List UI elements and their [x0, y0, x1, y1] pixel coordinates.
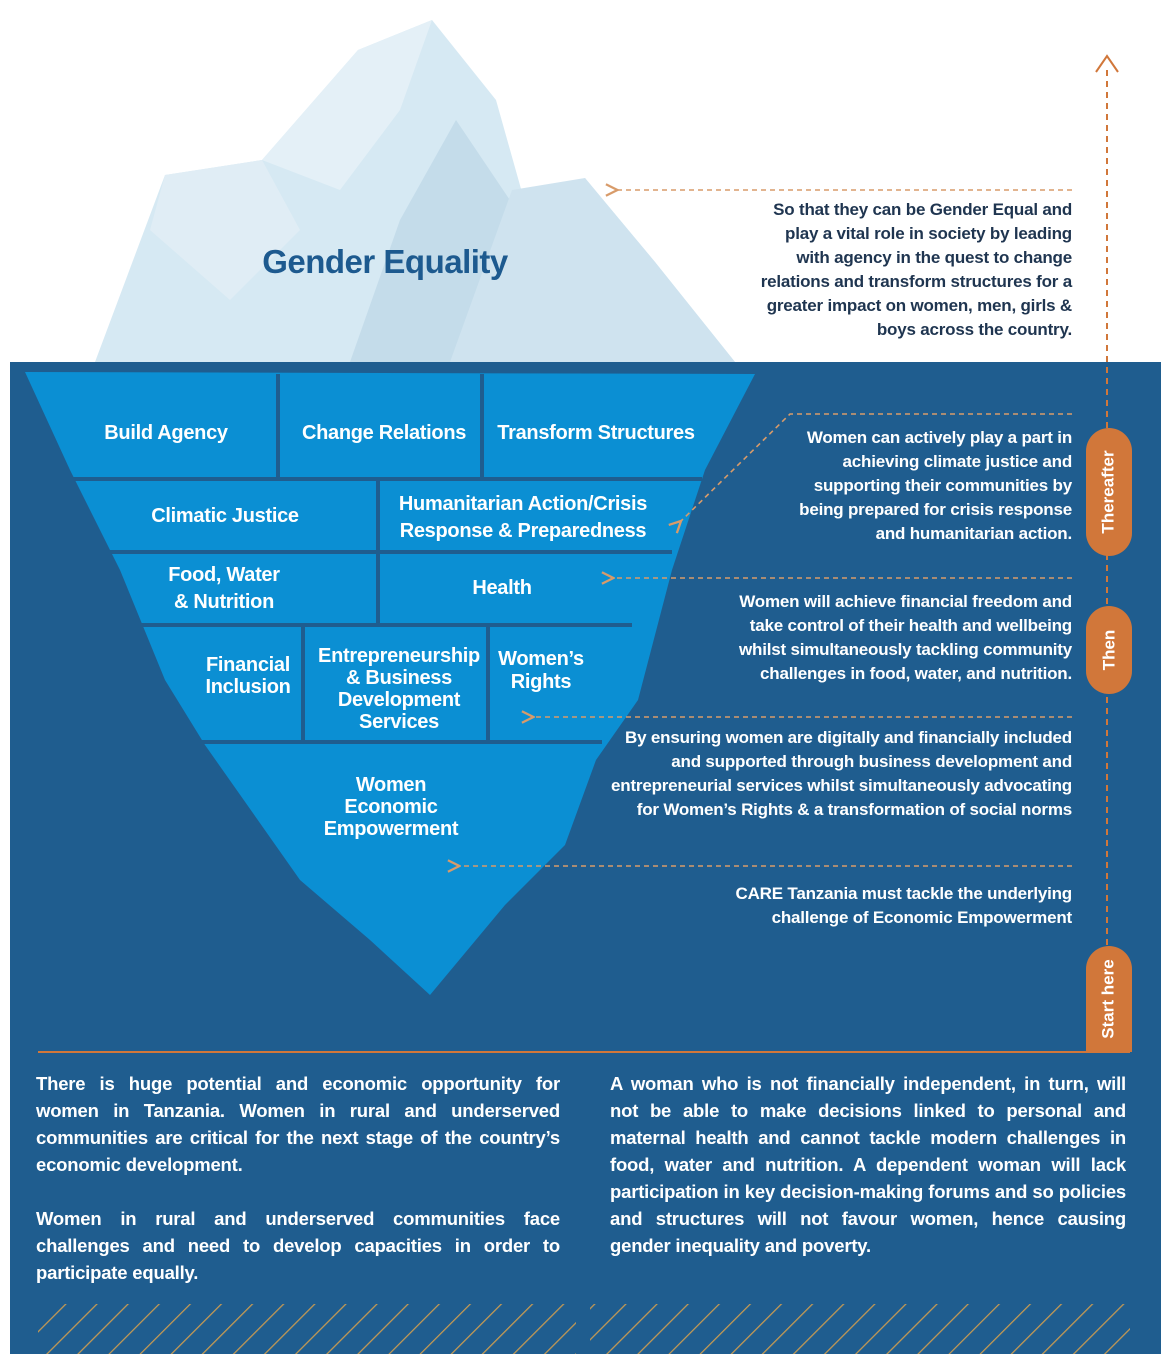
stage-thereafter-label: Thereafter — [1099, 450, 1119, 534]
health-label: Health — [472, 577, 531, 599]
stage-start-here: Start here — [1086, 946, 1132, 1052]
food-label-2: & Nutrition — [174, 591, 274, 613]
womens-rights-label-2: Rights — [511, 671, 572, 693]
stage-then: Then — [1086, 606, 1132, 694]
financial-label-1: Financial — [206, 654, 290, 676]
womens-rights-label-1: Women’s — [498, 648, 584, 670]
left-paragraphs: There is huge potential and economic opp… — [36, 1070, 560, 1313]
financial-label-2: Inclusion — [205, 676, 290, 698]
humanitarian-label-2: Response & Preparedness — [400, 520, 647, 542]
wee-label-1: Women — [356, 774, 426, 796]
entre-label-2: & Business — [346, 667, 452, 689]
paragraph-right-1: A woman who is not financially independe… — [610, 1073, 1126, 1256]
wee-label-2: Economic — [344, 796, 437, 818]
up-arrow-icon — [1095, 54, 1119, 73]
note-then: Women will achieve financial freedom and… — [738, 592, 1072, 683]
iceberg-submerged — [25, 372, 755, 995]
build-agency-label: Build Agency — [104, 422, 229, 444]
food-label-1: Food, Water — [168, 564, 280, 586]
climatic-justice-label: Climatic Justice — [151, 505, 299, 527]
block-grid — [60, 374, 702, 744]
change-relations-label: Change Relations — [302, 422, 466, 444]
humanitarian-label-1: Humanitarian Action/Crisis — [399, 493, 647, 515]
stage-start-label: Start here — [1099, 959, 1118, 1039]
transform-structures-label: Transform Structures — [497, 422, 695, 444]
note-ensuring: By ensuring women are digitally and fina… — [611, 728, 1072, 819]
entre-label-3: Development — [338, 689, 461, 711]
title-text: Gender Equality — [262, 243, 509, 280]
stage-thereafter: Thereafter — [1086, 428, 1132, 556]
note-top: So that they can be Gender Equal and pla… — [760, 200, 1073, 339]
stage-then-label: Then — [1098, 629, 1118, 671]
wee-label-3: Empowerment — [324, 818, 459, 840]
entre-label-1: Entrepreneurship — [318, 645, 480, 667]
paragraph-left-2: Women in rural and underserved communiti… — [36, 1208, 560, 1283]
connector-lines — [458, 190, 1072, 866]
paragraph-left-1: There is huge potential and economic opp… — [36, 1073, 560, 1175]
note-thereafter: Women can actively play a part in achiev… — [799, 428, 1072, 543]
note-start: CARE Tanzania must tackle the underlying… — [735, 884, 1073, 927]
entre-label-4: Services — [359, 711, 439, 733]
right-paragraphs: A woman who is not financially independe… — [610, 1070, 1126, 1286]
block-labels: Build Agency Change Relations Transform … — [104, 422, 695, 840]
iceberg-tip — [95, 20, 735, 362]
